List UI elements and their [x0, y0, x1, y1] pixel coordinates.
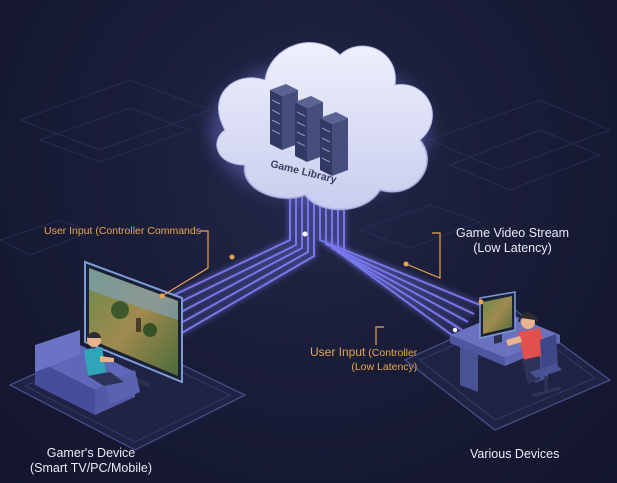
gamer-device-label: Gamer's Device (Smart TV/PC/Mobile): [20, 446, 162, 476]
gamer-person-icon: [84, 332, 124, 386]
server-rack-icon: [270, 84, 348, 176]
various-devices-label: Various Devices: [470, 447, 560, 461]
user-input-right-label: User Input (Controller (Low Latency): [310, 345, 417, 374]
user-input-right-line2: (Low Latency): [351, 361, 418, 373]
office-chair-icon: [530, 334, 562, 398]
tv-screen-icon: [84, 260, 183, 388]
video-stream-line1: Game Video Stream: [456, 226, 570, 240]
background-grid: [0, 79, 612, 256]
monitor-icon: [479, 291, 516, 344]
gamer-device-line1: Gamer's Device: [46, 446, 136, 460]
junction-dot: [302, 231, 308, 237]
connection-lines: [154, 195, 481, 339]
annotation-dots: [159, 254, 484, 305]
junction-dot-right: [452, 327, 458, 333]
video-stream-line2: (Low Latency): [473, 241, 552, 255]
user-input-right-title: User Input: [310, 345, 366, 359]
user-input-right-controller: (Controller: [368, 347, 418, 359]
user-input-right-line1: User Input (Controller: [310, 345, 417, 360]
annotation-leaders: [161, 230, 441, 345]
gamer-device-line2: (Smart TV/PC/Mobile): [29, 461, 152, 475]
user-input-left-label: User Input (Controller Commands: [44, 225, 201, 237]
video-stream-label: Game Video Stream (Low Latency): [456, 226, 569, 256]
